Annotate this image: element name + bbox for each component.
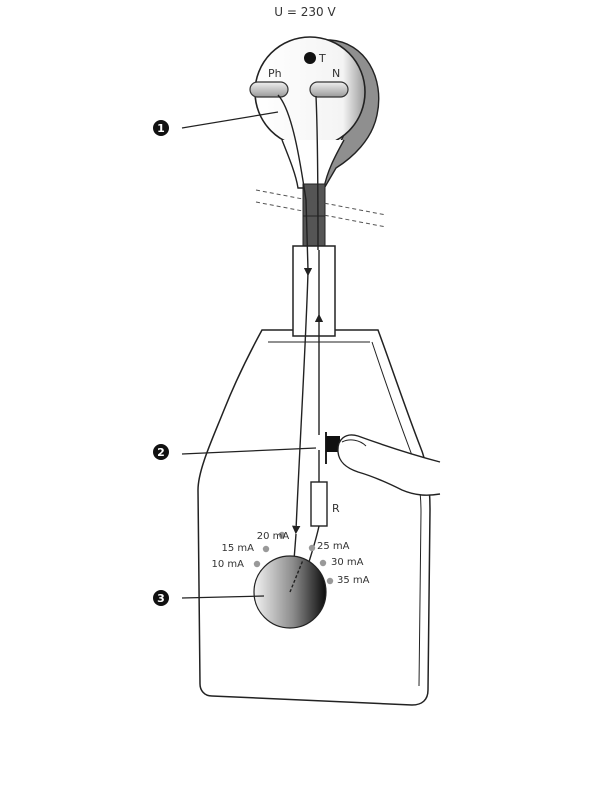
- callout-marker: [153, 444, 169, 460]
- callout-marker: [153, 590, 169, 606]
- dial-setting-label: 30 mA: [331, 557, 364, 568]
- neutral-label: N: [332, 67, 340, 80]
- resistor-label: R: [332, 502, 340, 515]
- dial-setting-label: 25 mA: [317, 541, 350, 552]
- cable-break-line: [255, 189, 387, 216]
- cable-sleeve: [292, 245, 336, 337]
- dial-setting-dot[interactable]: [308, 544, 316, 552]
- tester-body-inner-edge: [371, 341, 422, 687]
- resistor: [310, 481, 328, 527]
- phase-wire: [277, 94, 309, 271]
- earth-label: T: [318, 52, 326, 65]
- callout-number: 3: [157, 592, 165, 605]
- neutral-wire: [315, 95, 319, 251]
- plug: T Ph N: [249, 36, 380, 193]
- callout-number: 2: [157, 446, 165, 459]
- callout-leader: [181, 595, 265, 599]
- phase-label: Ph: [268, 67, 282, 80]
- cable-break-line: [255, 201, 387, 228]
- callout-number: 1: [157, 122, 165, 135]
- dial-setting-dot[interactable]: [253, 560, 261, 568]
- finger: [337, 434, 441, 496]
- dial-setting-dot[interactable]: [262, 545, 270, 553]
- callout-2: 2: [153, 444, 317, 460]
- fingernail: [341, 439, 367, 447]
- dial-setting-label: 35 mA: [337, 575, 370, 586]
- callout-1: 1: [153, 111, 279, 136]
- dial-pointer: [289, 559, 304, 593]
- supply-voltage-label: U = 230 V: [274, 5, 336, 19]
- callout-marker: [153, 120, 169, 136]
- callout-3: 3: [153, 590, 265, 606]
- test-button[interactable]: [326, 436, 340, 452]
- dial-setting-dot[interactable]: [326, 577, 334, 585]
- dial-setting-dot[interactable]: [319, 559, 327, 567]
- callout-leader: [181, 111, 279, 129]
- dial-setting-label: 20 mA: [257, 531, 290, 542]
- phase-pin: [249, 81, 289, 98]
- phase-wire-lower: [291, 271, 309, 535]
- dial-setting-dot[interactable]: [278, 531, 286, 539]
- dial-setting-label: 15 mA: [222, 543, 255, 554]
- neutral-pin: [309, 81, 349, 98]
- dial-setting-label: 10 mA: [212, 559, 245, 570]
- callout-leader: [181, 447, 317, 455]
- earth-contact: [304, 52, 316, 64]
